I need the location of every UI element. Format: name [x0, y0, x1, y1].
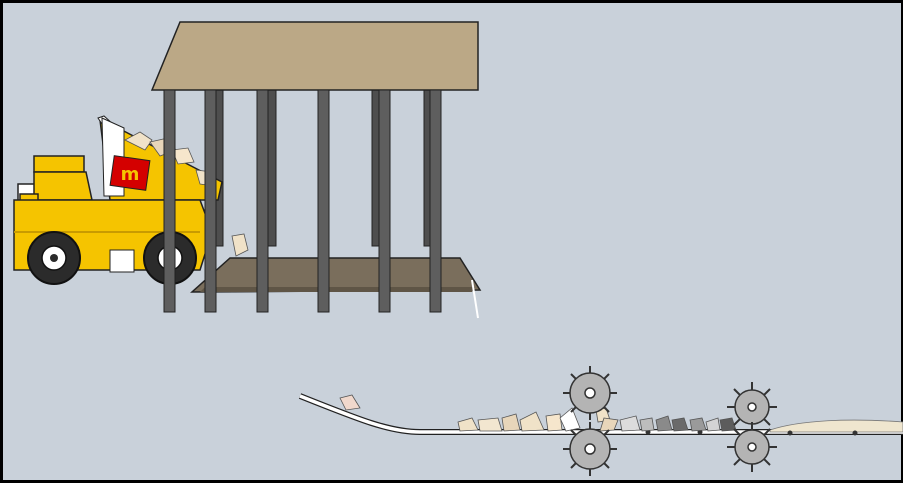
shelter-roof [152, 22, 478, 90]
truck-logo-text: m [121, 164, 140, 185]
secondary-lower-roller [727, 422, 777, 472]
primary-lower-roller [563, 422, 617, 476]
primary-upper-roller [563, 366, 617, 420]
